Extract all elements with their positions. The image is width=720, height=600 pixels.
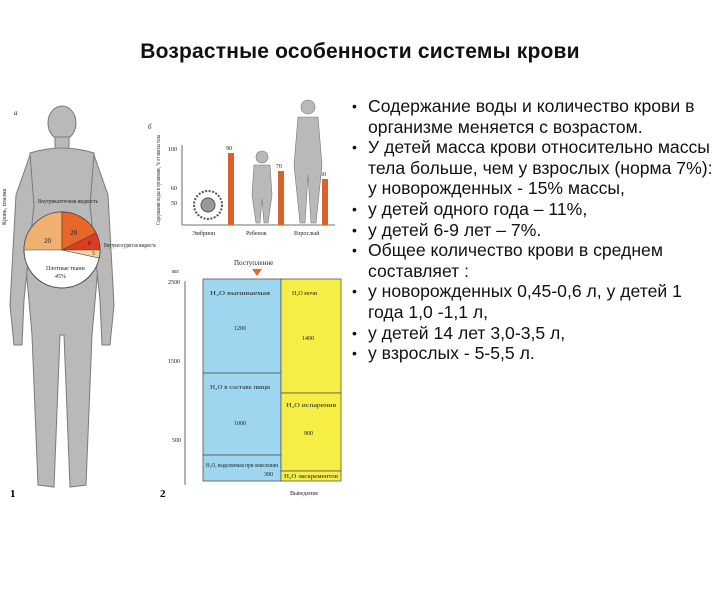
bullet-item: • Содержание воды и количество крови в ор… bbox=[350, 96, 720, 137]
pie-intravascular-label: Внутрисосудистая жидкость bbox=[104, 243, 156, 249]
left-bot-label: H₂O, выделяемая при окислении bbox=[206, 463, 279, 469]
bar-b-label-child: Ребенок bbox=[246, 230, 267, 237]
bullet-text: у взрослых - 5-5,5 л. bbox=[368, 343, 535, 364]
left-mid-value: 1000 bbox=[234, 421, 246, 427]
bullet-item: • у детей 6-9 лет – 7%. bbox=[350, 220, 720, 241]
bar-b-tick-50: 50 bbox=[171, 201, 177, 207]
balance-ytick-1500: 1500 bbox=[168, 359, 180, 365]
bar-b-ylabel: Содержание воды в организме, % от массы … bbox=[156, 135, 162, 225]
fig2-number: 2 bbox=[160, 488, 166, 500]
right-top-value: 1400 bbox=[302, 336, 314, 342]
intake-arrow-icon bbox=[252, 269, 262, 276]
left-mid-label: H₂O в составе пищи bbox=[210, 385, 271, 391]
balance-ytick-2500: 2500 bbox=[168, 280, 180, 286]
adult-figure-icon bbox=[293, 99, 323, 224]
bar-b-label-embryo: Эмбрион bbox=[192, 230, 216, 237]
bullet-item: • у детей 14 лет 3,0-3,5 л, bbox=[350, 323, 720, 344]
right-bot-label: H₂O экскрементов bbox=[284, 474, 338, 480]
fig1-number: 1 bbox=[10, 488, 16, 500]
bar-child bbox=[278, 171, 284, 225]
pie-dense-pct: 45% bbox=[55, 274, 66, 280]
right-top-label: H₂O мочи bbox=[292, 291, 318, 297]
bullet-marker: • bbox=[352, 324, 357, 341]
water-content-bar-chart: б Содержание воды в организме, % от масс… bbox=[148, 99, 335, 237]
balance-output-label: Выведение bbox=[290, 491, 319, 497]
body-water-pie: 20 28 8 5 Плотные ткани 45% bbox=[23, 211, 101, 289]
bar-b-label-adult: Взрослый bbox=[294, 230, 320, 237]
bar-adult bbox=[322, 179, 328, 225]
bullet-item: • у детей одного года – 11%, bbox=[350, 199, 720, 220]
bullet-marker: • bbox=[352, 200, 357, 217]
child-figure-icon bbox=[251, 150, 273, 224]
left-bot-value: 300 bbox=[264, 472, 273, 478]
bullet-marker: • bbox=[352, 283, 357, 300]
human-body-icon bbox=[9, 105, 115, 488]
bar-adult-value: 60 bbox=[320, 172, 326, 178]
left-top-value: 1200 bbox=[234, 326, 246, 332]
right-mid-value: 900 bbox=[304, 431, 313, 437]
bullet-text: Содержание воды и количество крови в орг… bbox=[368, 96, 695, 137]
bullet-item: • У детей масса крови относительно массы … bbox=[350, 137, 720, 199]
bullet-item: • у новорожденных 0,45-0,6 л, у детей 1 г… bbox=[350, 281, 720, 322]
bar-embryo-value: 90 bbox=[226, 146, 232, 152]
bullet-text: у детей 6-9 лет – 7%. bbox=[368, 219, 542, 240]
right-mid-label: H₂O испарения bbox=[286, 403, 336, 409]
left-top-label: H₂O выпиваемая bbox=[210, 291, 270, 297]
bar-child-value: 70 bbox=[276, 164, 282, 170]
bullet-item: • Общее количество крови в среднем состав… bbox=[350, 240, 720, 281]
bullet-text: у новорожденных 0,45-0,6 л, у детей 1 го… bbox=[368, 281, 682, 322]
pie-8-label: 8 bbox=[88, 241, 91, 247]
bullet-text: у детей одного года – 11%, bbox=[368, 198, 588, 219]
bar-b-tick-100: 100 bbox=[168, 147, 177, 153]
bullet-marker: • bbox=[352, 221, 357, 238]
bullet-marker: • bbox=[352, 242, 357, 259]
bullet-marker: • bbox=[352, 345, 357, 362]
bullet-marker: • bbox=[352, 139, 357, 156]
water-blood-figure: а 1 2 20 28 8 5 Плотные ткани 45% Внутри… bbox=[2, 99, 342, 500]
bullet-list: • Содержание воды и количество крови в ор… bbox=[350, 96, 720, 364]
embryo-icon bbox=[193, 190, 223, 220]
panel-b-letter: б bbox=[148, 123, 152, 131]
pie-5-label: 5 bbox=[92, 251, 95, 257]
balance-intake-label: Поступление bbox=[234, 259, 273, 267]
pie-plasma-label: Кровь, плазма bbox=[2, 189, 8, 225]
bar-embryo bbox=[228, 153, 234, 225]
pie-dense-label: Плотные ткани bbox=[46, 266, 86, 272]
bullet-item: • у взрослых - 5-5,5 л. bbox=[350, 343, 720, 364]
balance-unit: мл bbox=[172, 269, 179, 275]
pie-intracellular-label: Внутриклеточная жидкость bbox=[38, 199, 98, 205]
bullet-marker: • bbox=[352, 98, 357, 114]
pie-28-label: 28 bbox=[70, 229, 78, 237]
panel-a-letter: а bbox=[14, 109, 18, 117]
water-balance-diagram: Поступление мл 2500 1500 500 H₂O выпивае… bbox=[168, 259, 342, 497]
bullet-text: Общее количество крови в среднем составл… bbox=[368, 240, 663, 281]
bar-b-tick-60: 60 bbox=[171, 186, 177, 192]
slide-title: Возрастные особенности системы крови bbox=[140, 40, 580, 63]
bullet-text: У детей масса крови относительно массы т… bbox=[368, 137, 713, 199]
pie-20-label: 20 bbox=[44, 237, 52, 245]
bullet-text: у детей 14 лет 3,0-3,5 л, bbox=[368, 322, 566, 343]
balance-ytick-500: 500 bbox=[172, 438, 181, 444]
